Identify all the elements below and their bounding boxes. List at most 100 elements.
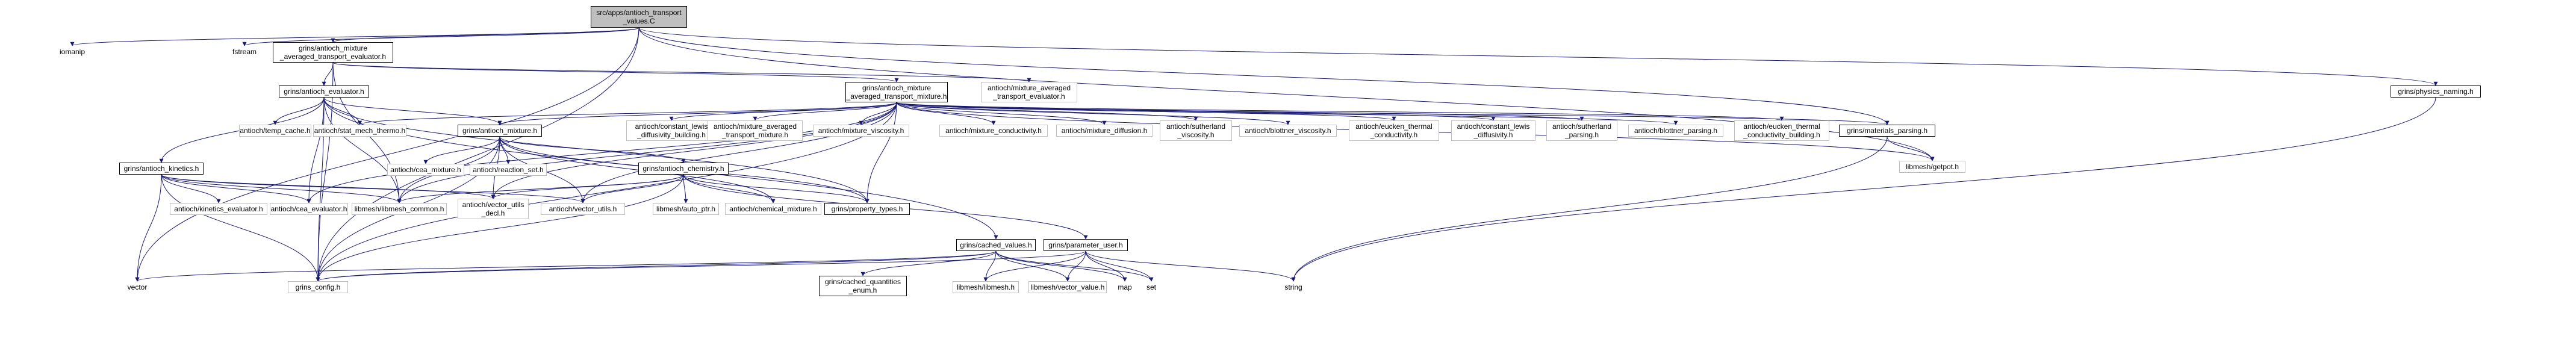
- edge-transport-mixture-to-vector-utils-decl: [491, 102, 897, 199]
- edge-transport-mixture-to-materials-parsing: [896, 102, 1889, 125]
- edge-transport-mixture-to-eucken-building: [896, 102, 1784, 121]
- edge-transport-mixture-to-mixture-conductivity: [896, 102, 996, 125]
- edge-root-to-materials-parsing: [638, 27, 1890, 125]
- node-antioch-kinetics[interactable]: grins/antioch_kinetics.h: [119, 163, 204, 175]
- node-sutherland-viscosity: antioch/sutherland _viscosity.h: [1160, 120, 1232, 141]
- node-mixture-conductivity: antioch/mixture_conductivity.h: [939, 125, 1048, 137]
- node-antioch-mixture[interactable]: grins/antioch_mixture.h: [458, 125, 542, 137]
- edge-evaluator-mix-to-antioch-evaluator: [322, 62, 334, 86]
- node-eucken-building: antioch/eucken_thermal _conductivity_bui…: [1734, 120, 1829, 141]
- edge-antioch-evaluator-to-temp-cache: [273, 97, 325, 125]
- node-cached-quantities[interactable]: grins/cached_quantities _enum.h: [819, 276, 907, 296]
- edge-parameter-user-to-string: [1085, 250, 1296, 282]
- node-mixture-viscosity: antioch/mixture_viscosity.h: [813, 125, 909, 137]
- edge-antioch-chemistry-to-libmesh-common: [397, 174, 684, 204]
- edge-antioch-kinetics-to-cea-evaluator: [161, 174, 311, 204]
- edge-antioch-evaluator-to-antioch-mixture: [323, 97, 502, 125]
- edge-cached-values-to-grins-config: [316, 250, 997, 282]
- edge-antioch-kinetics-to-kinetics-evaluator: [161, 174, 221, 204]
- node-auto-ptr: libmesh/auto_ptr.h: [653, 203, 719, 215]
- node-cached-values[interactable]: grins/cached_values.h: [956, 239, 1036, 251]
- edge-antioch-kinetics-to-vector-utils: [161, 174, 585, 204]
- edge-antioch-kinetics-to-vector: [135, 174, 162, 282]
- edge-parameter-user-to-grins-config: [316, 250, 1086, 282]
- node-evaluator-mix[interactable]: grins/antioch_mixture _averaged_transpor…: [273, 42, 393, 63]
- node-vector-value: libmesh/vector_value.h: [1028, 281, 1107, 293]
- edge-parameter-user-to-libmesh-h: [983, 250, 1086, 282]
- node-string: string: [1284, 283, 1302, 291]
- edge-root-to-vector: [135, 27, 639, 282]
- edge-antioch-evaluator-to-libmesh-common: [323, 97, 402, 204]
- edge-materials-parsing-to-getpot: [1887, 136, 1935, 161]
- edge-materials-parsing-to-string: [1291, 136, 1888, 282]
- node-libmesh-common: libmesh/libmesh_common.h: [352, 203, 447, 215]
- edge-antioch-chemistry-to-auto-ptr: [683, 174, 688, 204]
- edge-antioch-chemistry-to-grins-config: [316, 174, 684, 282]
- node-iomanip: iomanip: [59, 48, 86, 56]
- node-grins-config: grins_config.h: [288, 281, 348, 293]
- edge-parameter-user-to-map: [1085, 250, 1127, 282]
- edge-antioch-chemistry-to-vector-utils-decl: [491, 174, 684, 199]
- node-vector-utils-decl: antioch/vector_utils _decl.h: [458, 199, 529, 219]
- edge-cached-values-to-vector: [135, 250, 997, 282]
- node-property-types[interactable]: grins/property_types.h: [824, 203, 910, 215]
- edge-transport-mixture-to-cea-evaluator: [306, 102, 897, 204]
- node-antioch-evaluator[interactable]: grins/antioch_evaluator.h: [279, 85, 369, 98]
- node-blottner-viscosity: antioch/blottner_viscosity.h: [1239, 125, 1337, 137]
- node-fstream: fstream: [232, 48, 257, 56]
- edge-transport-mixture-to-sutherland-parsing: [896, 102, 1584, 121]
- edge-parameter-user-to-set: [1085, 250, 1154, 282]
- node-vector: vector: [127, 283, 148, 291]
- edge-transport-mixture-to-mixture-diffusion: [896, 102, 1107, 125]
- node-root[interactable]: src/apps/antioch_transport _values.C: [591, 6, 687, 28]
- edge-antioch-evaluator-to-property-types: [323, 97, 870, 204]
- edge-transport-mixture-to-grins-config: [316, 102, 897, 282]
- edge-root-to-grins-config: [316, 27, 639, 282]
- edge-antioch-chemistry-to-vector-utils: [580, 174, 684, 204]
- edge-evaluator-mix-to-antioch-mix-avg-eval: [332, 62, 1031, 82]
- edge-antioch-mixture-to-antioch-chemistry: [499, 136, 686, 163]
- edge-transport-mixture-to-property-types: [865, 102, 897, 204]
- edge-transport-mixture-to-vector-utils: [580, 102, 897, 204]
- node-constant-lewis: antioch/constant_lewis _diffusivity.h: [1451, 120, 1535, 141]
- edge-root-to-physics-naming: [638, 27, 2438, 86]
- edge-transport-mixture-to-blottner-viscosity: [896, 102, 1290, 125]
- edge-root-to-fstream: [242, 27, 639, 46]
- edge-cached-values-to-map: [995, 250, 1127, 282]
- edge-cached-values-to-libmesh-h: [983, 250, 997, 282]
- node-lewis-building: antioch/constant_lewis _diffusivity_buil…: [626, 120, 717, 141]
- edge-root-to-evaluator-mix: [331, 27, 639, 43]
- edge-antioch-kinetics-to-grins-config: [161, 174, 320, 282]
- node-set: set: [1146, 283, 1156, 291]
- node-getpot: libmesh/getpot.h: [1899, 161, 1965, 173]
- edge-transport-mixture-to-blottner-parsing: [896, 102, 1678, 125]
- node-stat-mech: antioch/stat_mech_thermo.h: [313, 125, 406, 137]
- edge-transport-mixture-to-lewis-building: [669, 102, 897, 121]
- edge-cached-values-to-set: [995, 250, 1154, 282]
- node-vector-utils: antioch/vector_utils.h: [541, 203, 625, 215]
- node-mixture-diffusion: antioch/mixture_diffusion.h: [1056, 125, 1153, 137]
- edge-evaluator-mix-to-transport-mixture: [332, 62, 899, 82]
- edge-antioch-kinetics-to-libmesh-common: [161, 174, 402, 204]
- node-transport-mixture[interactable]: grins/antioch_mixture _averaged_transpor…: [845, 82, 948, 102]
- edge-antioch-mixture-to-cea-mixture: [423, 136, 500, 164]
- edge-parameter-user-to-vector-value: [1065, 250, 1086, 282]
- edge-antioch-chemistry-to-chemical-mixture: [683, 174, 776, 204]
- node-physics-naming[interactable]: grins/physics_naming.h: [2391, 85, 2481, 98]
- node-eucken-thermal: antioch/eucken_thermal _conductivity.h: [1349, 120, 1439, 141]
- node-antioch-mix-avg-eval: antioch/mixture_averaged _transport_eval…: [981, 82, 1077, 102]
- edge-antioch-chemistry-to-property-types: [683, 174, 870, 204]
- node-sutherland-parsing: antioch/sutherland _parsing.h: [1546, 120, 1617, 141]
- edge-transport-mixture-to-libmesh-common: [397, 102, 897, 204]
- edge-physics-naming-to-string: [1291, 97, 2436, 282]
- node-parameter-user[interactable]: grins/parameter_user.h: [1044, 239, 1128, 251]
- node-antioch-chemistry[interactable]: grins/antioch_chemistry.h: [638, 163, 729, 175]
- node-map: map: [1118, 283, 1132, 291]
- edge-transport-mixture-to-sutherland-viscosity: [896, 102, 1198, 121]
- node-libmesh-h: libmesh/libmesh.h: [953, 281, 1019, 293]
- edge-antioch-mixture-to-chemical-mixture: [499, 136, 776, 204]
- node-materials-parsing[interactable]: grins/materials_parsing.h: [1839, 125, 1935, 137]
- node-kinetics-evaluator: antioch/kinetics_evaluator.h: [170, 203, 267, 215]
- node-chemical-mixture: antioch/chemical_mixture.h: [725, 203, 821, 215]
